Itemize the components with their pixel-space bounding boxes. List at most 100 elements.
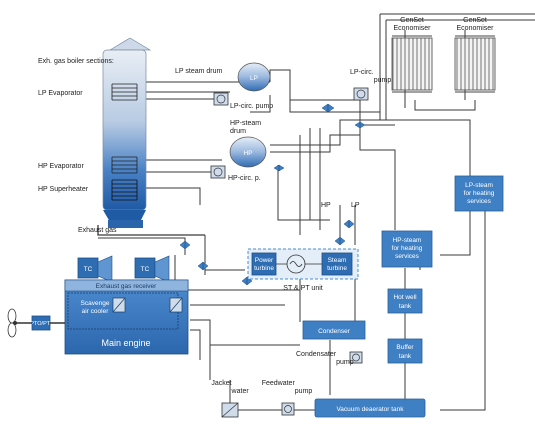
svg-text:HP: HP: [243, 150, 252, 157]
lp-steam-drum-label: LP steam drum: [175, 68, 223, 75]
hp-superheater-text: HP Superheater: [38, 186, 89, 193]
condensate-pump-label: Condensaterpump: [296, 351, 354, 366]
genset-eco-1-text-line-2: Economiser: [394, 25, 432, 32]
lp-circ-pump-text: LP-circ. pump: [230, 103, 273, 110]
lp-steam-heating-text-line-3: services: [467, 198, 492, 205]
feedwater-pump: [281, 402, 295, 416]
st-pt-unit-label: ST & PT unit: [283, 285, 322, 292]
valves: [179, 103, 366, 286]
hp-circ-pump-label: HP-circ. p.: [228, 175, 261, 182]
buffer-tank-text-line-2: tank: [399, 353, 412, 360]
feedwater-pump-text: Feedwater: [262, 380, 296, 387]
pto-pti: PTO/PTI: [15, 315, 65, 331]
exhaust-gas-label: Exhaust gas: [78, 227, 117, 234]
lp-circ-pump-label: LP-circ. pump: [230, 103, 273, 110]
lp-steam-drum: LP: [237, 62, 271, 92]
boiler-sections-text: Exh. gas boiler sections:: [38, 58, 114, 65]
svg-text:Exhaust gas receiver: Exhaust gas receiver: [96, 283, 158, 290]
condenser-text: Condenser: [318, 328, 351, 335]
jacket-water-text: Jacket: [211, 380, 231, 387]
hp-evaporator-coil: [111, 156, 138, 174]
lp-circ-pump: [213, 92, 229, 106]
exhaust-receiver-text: Exhaust gas receiver: [96, 283, 158, 290]
hot-well-text-line-2: tank: [399, 303, 412, 310]
hp-steam-drum-text-line-2: drum: [230, 128, 246, 135]
vacuum-tank-text: Vacuum deaerator tank: [336, 406, 404, 413]
svg-text:LP: LP: [250, 75, 258, 82]
lp-steam-heating-text-line-2: for heating: [464, 190, 495, 197]
scavenge-air-cooler-1: [112, 297, 126, 313]
genset-economiser-1: [391, 35, 433, 93]
lp-evaporator-coil: [111, 83, 138, 101]
feedwater-pump-text-line-2: pump: [295, 388, 313, 395]
genset-eco-1-text: GenSet: [400, 17, 424, 24]
vacuum-deaerator-tank: Vacuum deaerator tank: [314, 398, 426, 418]
main-engine-text: Main engine: [101, 338, 150, 348]
hp-steam-drum-text: HP-steam: [230, 120, 261, 127]
genset-economiser-2: [454, 35, 496, 93]
hp-superheater-label: HP Superheater: [38, 186, 89, 193]
feedwater-pump-label: Feedwaterpump: [262, 380, 313, 395]
power-turbine-text: Power: [255, 257, 274, 264]
turbocharger-2: TC: [134, 255, 170, 283]
lp-circ-pump-right-label: LP-circ.pump: [350, 69, 391, 84]
hp-line-text: HP: [321, 202, 331, 209]
lp-steam-drum-text: LP steam drum: [175, 68, 223, 75]
lp-circ-pump-right: [353, 87, 369, 101]
lp-line-label: LP: [351, 202, 360, 209]
turbocharger-1: TC: [77, 255, 113, 283]
propeller-icon: [7, 308, 17, 338]
svg-text:Condenser: Condenser: [318, 328, 351, 335]
hp-steam-drum: HP: [229, 136, 267, 168]
lp-evaporator-label: LP Evaporator: [38, 90, 83, 97]
scavenge-air-cooler-2: [169, 297, 183, 313]
steam-turbine-text-line-2: turbine: [327, 265, 347, 272]
power-turbine-text-line-2: turbine: [254, 265, 274, 272]
buffer-tank-text: Buffer: [396, 344, 414, 351]
buffer-tank: Buffer tank: [387, 338, 423, 364]
condensate-pump-text: Condensater: [296, 351, 337, 358]
tc1-text: TC: [84, 266, 93, 273]
genset-eco-2-text-line-2: Economiser: [457, 25, 495, 32]
lp-line-text: LP: [351, 202, 360, 209]
lp-evaporator-text: LP Evaporator: [38, 90, 83, 97]
hp-evaporator-label: HP Evaporator: [38, 163, 84, 170]
condensate-pump-text-line-2: pump: [336, 359, 354, 366]
boiler-sections-label: Exh. gas boiler sections:: [38, 58, 114, 65]
jacket-water-label: Jacketwater: [211, 380, 249, 395]
hot-well-text: Hot well: [393, 294, 417, 301]
scavenge-cooler-text-line-2: air cooler: [82, 308, 110, 315]
scavenge-cooler-text: Scavenge: [81, 300, 110, 307]
condenser: Condenser: [302, 320, 366, 340]
hp-drum-symbol: HP: [243, 150, 252, 157]
st-pt-unit-text: ST & PT unit: [283, 285, 322, 292]
hp-superheater-coil: [111, 179, 138, 201]
hp-steam-heating-text: HP-steam: [393, 237, 422, 244]
lp-drum-symbol: LP: [250, 75, 258, 82]
jacket-water-text-line-2: water: [231, 388, 250, 395]
genset-eco-2-text: GenSet: [463, 17, 487, 24]
pto-pti-text: PTO/PTI: [30, 321, 52, 327]
hot-well-tank: Hot well tank: [387, 288, 423, 314]
svg-text:TC: TC: [84, 266, 93, 273]
exhaust-gas-text: Exhaust gas: [78, 227, 117, 234]
lp-steam-heating-text: LP-steam: [465, 182, 493, 189]
hp-circ-pump: [210, 165, 226, 179]
steam-turbine-text: Steam: [328, 257, 347, 264]
svg-text:Vacuum deaerator tank: Vacuum deaerator tank: [336, 406, 404, 413]
hp-steam-heating-text-line-3: services: [395, 253, 420, 260]
hp-steam-heating-text-line-2: for heating: [392, 245, 423, 252]
